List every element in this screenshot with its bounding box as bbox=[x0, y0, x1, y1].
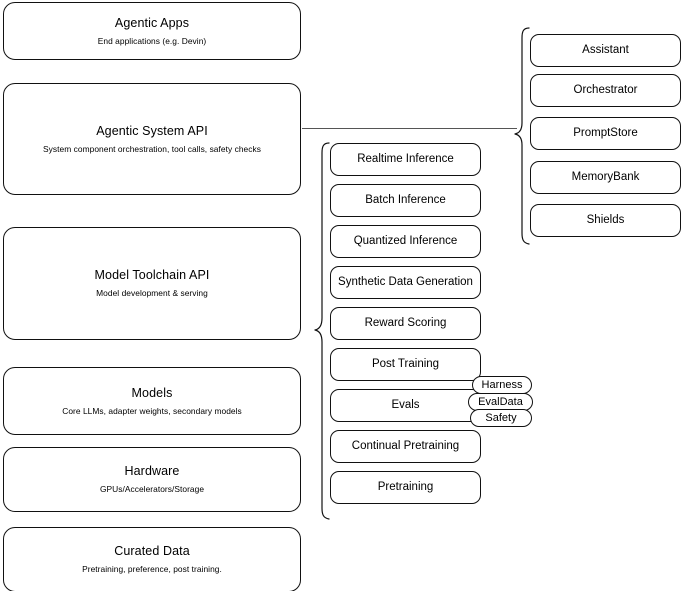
layer-subtitle: System component orchestration, tool cal… bbox=[43, 143, 261, 154]
layer-box-agentic-apps[interactable]: Agentic Apps End applications (e.g. Devi… bbox=[3, 2, 301, 60]
layer-box-models[interactable]: Models Core LLMs, adapter weights, secon… bbox=[3, 367, 301, 435]
layer-title: Hardware bbox=[124, 464, 180, 479]
toolchain-item-realtime-inference[interactable]: Realtime Inference bbox=[330, 143, 481, 176]
item-label: Batch Inference bbox=[365, 194, 446, 207]
item-label: Quantized Inference bbox=[353, 235, 458, 248]
toolchain-item-quantized-inference[interactable]: Quantized Inference bbox=[330, 225, 481, 258]
badge-label: Safety bbox=[485, 412, 517, 424]
toolchain-item-evals[interactable]: Evals bbox=[330, 389, 481, 422]
agentic-item-memorybank[interactable]: MemoryBank bbox=[530, 161, 681, 194]
toolchain-item-continual-pretraining[interactable]: Continual Pretraining bbox=[330, 430, 481, 463]
layer-subtitle: Model development & serving bbox=[96, 288, 208, 299]
layer-box-agentic-system-api[interactable]: Agentic System API System component orch… bbox=[3, 83, 301, 195]
item-label: Pretraining bbox=[377, 481, 434, 494]
toolchain-item-synthetic-data-generation[interactable]: Synthetic Data Generation bbox=[330, 266, 481, 299]
badge-label: EvalData bbox=[478, 396, 523, 408]
item-label: Assistant bbox=[582, 44, 629, 57]
agentic-item-assistant[interactable]: Assistant bbox=[530, 34, 681, 67]
item-label: Post Training bbox=[371, 358, 440, 371]
toolchain-item-batch-inference[interactable]: Batch Inference bbox=[330, 184, 481, 217]
toolchain-item-reward-scoring[interactable]: Reward Scoring bbox=[330, 307, 481, 340]
layer-subtitle: GPUs/Accelerators/Storage bbox=[99, 484, 205, 495]
layer-subtitle: Pretraining, preference, post training. bbox=[82, 564, 222, 575]
eval-badge-safety[interactable]: Safety bbox=[470, 409, 532, 427]
layer-title: Models bbox=[131, 385, 173, 400]
layer-title: Agentic Apps bbox=[114, 15, 190, 30]
item-label: Evals bbox=[391, 399, 420, 412]
brace-agentic bbox=[513, 25, 533, 247]
item-label: PromptStore bbox=[573, 127, 638, 140]
layer-title: Agentic System API bbox=[96, 123, 208, 138]
toolchain-item-pretraining[interactable]: Pretraining bbox=[330, 471, 481, 504]
agentic-item-promptstore[interactable]: PromptStore bbox=[530, 117, 681, 150]
layer-box-model-toolchain-api[interactable]: Model Toolchain API Model development & … bbox=[3, 227, 301, 340]
layer-subtitle: Core LLMs, adapter weights, secondary mo… bbox=[62, 405, 242, 416]
eval-badge-harness[interactable]: Harness bbox=[472, 376, 532, 394]
item-label: Reward Scoring bbox=[364, 317, 447, 330]
item-label: Continual Pretraining bbox=[351, 440, 460, 453]
item-label: Shields bbox=[586, 214, 625, 227]
layer-title: Model Toolchain API bbox=[94, 268, 210, 283]
item-label: Realtime Inference bbox=[357, 153, 454, 166]
brace-toolchain bbox=[313, 140, 333, 522]
layer-subtitle: End applications (e.g. Devin) bbox=[97, 35, 207, 46]
connector-line-agentic-system bbox=[302, 128, 517, 130]
item-label: Orchestrator bbox=[573, 84, 638, 97]
layer-title: Curated Data bbox=[114, 544, 190, 559]
badge-label: Harness bbox=[481, 379, 523, 391]
toolchain-item-post-training[interactable]: Post Training bbox=[330, 348, 481, 381]
item-label: Synthetic Data Generation bbox=[338, 276, 473, 289]
agentic-item-shields[interactable]: Shields bbox=[530, 204, 681, 237]
agentic-item-orchestrator[interactable]: Orchestrator bbox=[530, 74, 681, 107]
layer-box-curated-data[interactable]: Curated Data Pretraining, preference, po… bbox=[3, 527, 301, 591]
layer-box-hardware[interactable]: Hardware GPUs/Accelerators/Storage bbox=[3, 447, 301, 512]
item-label: MemoryBank bbox=[571, 171, 640, 184]
